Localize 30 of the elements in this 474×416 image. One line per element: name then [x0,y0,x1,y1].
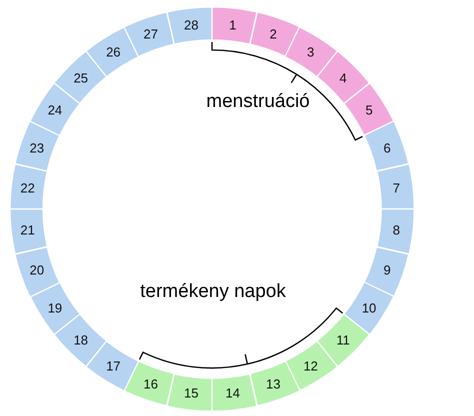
day-number: 6 [383,141,391,154]
day-number: 28 [184,18,198,32]
day-number: 23 [30,141,44,154]
day-number: 9 [383,264,391,277]
day-number: 25 [74,71,88,84]
day-number: 27 [143,27,158,40]
day-number: 10 [362,301,376,314]
day-number: 7 [392,182,400,195]
day-number: 2 [270,27,277,40]
day-number: 14 [226,386,240,400]
day-number: 24 [48,104,62,117]
day-number: 21 [20,223,35,236]
day-number: 17 [106,360,121,373]
day-number: 19 [48,301,62,314]
day-number: 12 [303,360,318,373]
day-number: 8 [392,223,400,236]
day-number: 15 [184,386,198,400]
day-number: 4 [340,71,347,84]
day-number: 16 [143,378,158,391]
day-number: 20 [30,264,44,277]
day-number: 3 [307,45,314,58]
section-label: menstruáció [206,92,310,111]
day-number: 26 [106,45,121,58]
day-number: 1 [229,18,236,32]
day-number: 5 [365,104,373,117]
day-number: 13 [266,378,280,391]
section-label: termékeny napok [140,282,286,301]
day-number: 11 [336,334,350,347]
day-number: 22 [20,182,35,195]
day-number: 18 [74,334,88,347]
